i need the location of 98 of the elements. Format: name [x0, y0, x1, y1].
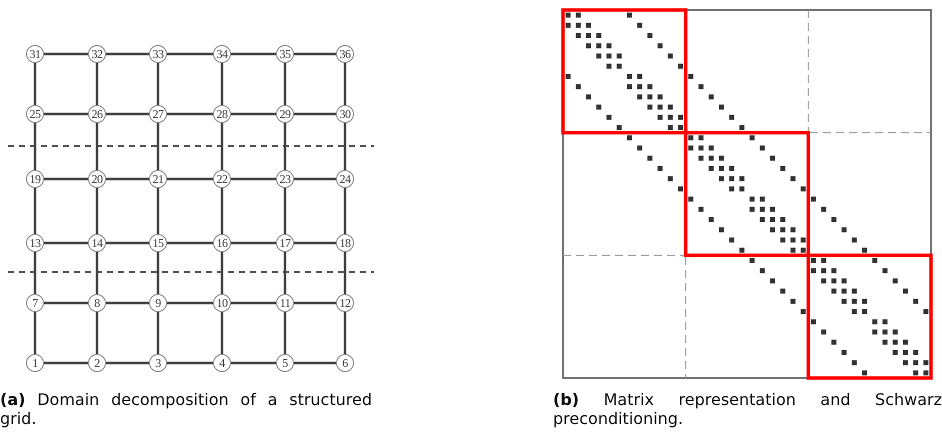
grid-line — [294, 178, 336, 180]
grid-line — [231, 302, 276, 304]
grid-line — [284, 252, 286, 294]
grid-node: 35 — [276, 45, 294, 63]
grid-line — [44, 178, 88, 180]
grid-line — [167, 362, 213, 364]
grid-line — [106, 362, 149, 364]
grid-line — [44, 112, 88, 116]
grid-line — [167, 178, 213, 180]
grid-line — [156, 252, 160, 294]
grid-node: 11 — [276, 294, 294, 312]
grid-line — [44, 362, 88, 364]
grid-node: 10 — [213, 294, 231, 312]
grid-node: 14 — [88, 234, 106, 252]
grid-line — [96, 312, 98, 354]
grid-node: 15 — [149, 234, 167, 252]
grid-line — [294, 52, 336, 56]
grid-line — [344, 123, 346, 170]
grid-node: 5 — [276, 354, 294, 372]
grid-line — [156, 312, 160, 354]
grid-line — [106, 112, 149, 116]
grid-line — [231, 52, 276, 56]
grid-node: 29 — [276, 105, 294, 123]
grid-node: 4 — [213, 354, 231, 372]
grid-node: 28 — [213, 105, 231, 123]
grid-line — [294, 112, 336, 116]
grid-node: 21 — [149, 170, 167, 188]
grid-line — [96, 63, 98, 105]
grid-line — [220, 312, 224, 354]
grid-node: 19 — [26, 170, 44, 188]
grid-line — [156, 63, 160, 105]
grid-line — [231, 362, 276, 364]
grid-line — [167, 242, 213, 244]
grid-line — [294, 242, 336, 244]
grid-line — [220, 188, 224, 234]
figure-caption: (b) Matrix representation and Schwarz preconditioning. — [553, 390, 942, 428]
grid-node: 24 — [336, 170, 354, 188]
figure-caption: (a) Domain decomposition of a structured grid. — [0, 390, 372, 428]
grid-node: 7 — [26, 294, 44, 312]
grid-line — [156, 123, 160, 170]
grid-node: 17 — [276, 234, 294, 252]
grid-line — [344, 188, 346, 234]
grid-line — [284, 63, 286, 105]
grid-node: 26 — [88, 105, 106, 123]
grid-node: 18 — [336, 234, 354, 252]
grid-node: 33 — [149, 45, 167, 63]
grid-line — [344, 63, 346, 105]
grid-line — [34, 312, 36, 354]
grid-line — [34, 252, 36, 294]
grid-line — [231, 178, 276, 180]
grid-line — [106, 302, 149, 304]
grid-line — [231, 242, 276, 244]
grid-line — [167, 52, 213, 56]
grid-line — [34, 123, 36, 170]
grid-line — [34, 188, 36, 234]
grid-line — [167, 302, 213, 304]
grid-line — [220, 252, 224, 294]
grid-line — [294, 362, 336, 364]
grid-line — [167, 112, 213, 116]
grid-line — [44, 242, 88, 244]
grid-node: 23 — [276, 170, 294, 188]
grid-line — [284, 312, 286, 354]
grid-node: 3 — [149, 354, 167, 372]
grid-line — [106, 52, 149, 56]
grid-node: 6 — [336, 354, 354, 372]
grid-node: 13 — [26, 234, 44, 252]
grid-line — [231, 112, 276, 116]
grid-node: 8 — [88, 294, 106, 312]
grid-node: 32 — [88, 45, 106, 63]
grid-node: 22 — [213, 170, 231, 188]
grid-line — [106, 178, 149, 180]
grid-line — [96, 123, 98, 170]
grid-node: 25 — [26, 105, 44, 123]
grid-node: 31 — [26, 45, 44, 63]
grid-node: 27 — [149, 105, 167, 123]
grid-node: 34 — [213, 45, 231, 63]
grid-line — [284, 188, 286, 234]
grid-line — [96, 252, 98, 294]
grid-node: 30 — [336, 105, 354, 123]
grid-line — [106, 242, 149, 244]
grid-line — [220, 123, 224, 170]
grid-line — [344, 312, 346, 354]
grid-node: 16 — [213, 234, 231, 252]
grid-line — [220, 63, 224, 105]
grid-node: 9 — [149, 294, 167, 312]
grid-line — [44, 302, 88, 304]
grid-line — [34, 63, 36, 105]
grid-line — [294, 302, 336, 304]
grid-line — [156, 188, 160, 234]
grid-node: 1 — [26, 354, 44, 372]
grid-line — [284, 123, 286, 170]
grid-line — [44, 52, 88, 56]
grid-node: 12 — [336, 294, 354, 312]
grid-line — [344, 252, 346, 294]
grid-node: 36 — [336, 45, 354, 63]
grid-line — [96, 188, 98, 234]
grid-node: 20 — [88, 170, 106, 188]
grid-node: 2 — [88, 354, 106, 372]
